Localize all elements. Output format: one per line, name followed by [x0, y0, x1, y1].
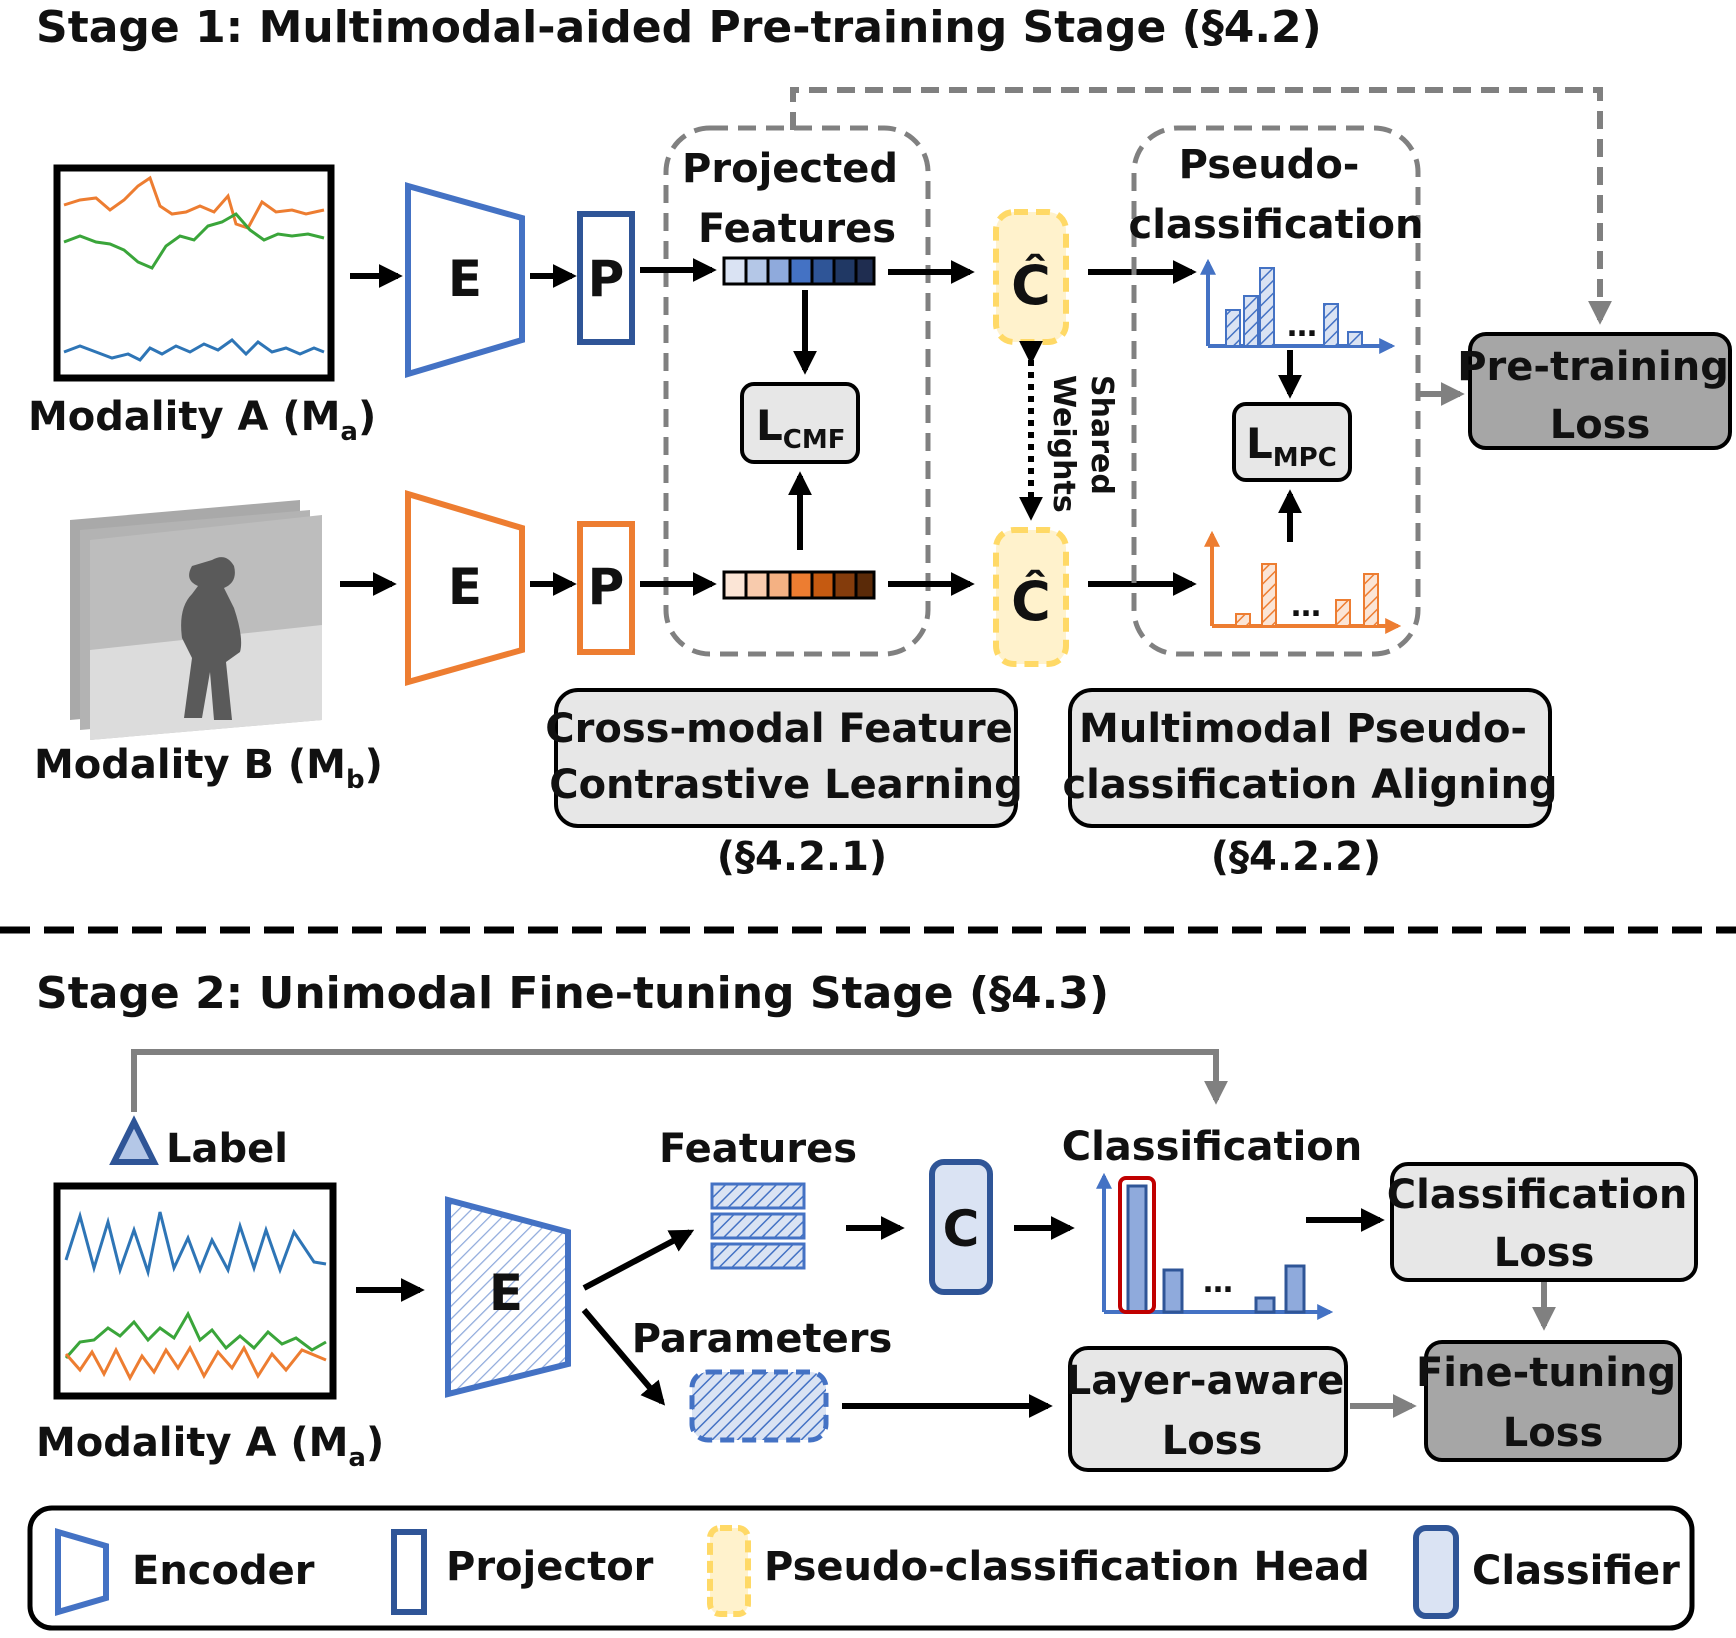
stage2-feature-stack — [710, 1182, 806, 1270]
pseudo-head-a: Ĉ — [993, 209, 1069, 345]
svg-text:LMPC: LMPC — [1246, 419, 1337, 473]
svg-text:Encoder: Encoder — [132, 1548, 315, 1594]
svg-text:Fine-tuning Loss: Fine-tuning Loss — [1416, 1350, 1690, 1456]
pseudo-histogram-b: … — [1204, 530, 1402, 634]
finetuning-loss-box: Fine-tuning Loss — [1416, 1340, 1690, 1462]
label-marker: Label — [109, 1115, 288, 1172]
svg-text:Pseudo-classification Head: Pseudo-classification Head — [764, 1544, 1370, 1590]
signal-green-line — [63, 212, 325, 270]
person-silhouette — [181, 557, 242, 720]
legend-encoder: Encoder — [55, 1528, 315, 1616]
loss-cmf-box: LCMF — [740, 382, 860, 464]
svg-text:…: … — [1203, 1265, 1233, 1300]
classifier-box: C — [929, 1159, 993, 1295]
module-mpc-box: Multimodal Pseudo- classification Aligni… — [1062, 688, 1558, 828]
stage2-title: Stage 2: Unimodal Fine-tuning Stage (§4.… — [36, 968, 1109, 1019]
svg-text:LCMF: LCMF — [756, 401, 845, 455]
svg-text:Ĉ: Ĉ — [1011, 254, 1051, 317]
svg-text:Classifier: Classifier — [1472, 1548, 1680, 1594]
pseudo-classification-label: Pseudo- classification — [1129, 142, 1424, 248]
legend-projector-icon — [391, 1529, 427, 1615]
shared-weights-label: Shared Weights — [1046, 375, 1119, 513]
encoder-a: E — [405, 182, 525, 379]
legend-encoder-icon — [55, 1528, 109, 1616]
pseudo-head-b: Ĉ — [993, 527, 1069, 667]
module-mpc-ref: (§4.2.2) — [1211, 834, 1381, 880]
legend-projector: Projector — [391, 1529, 654, 1615]
svg-text:Projector: Projector — [446, 1544, 654, 1590]
label-feedback-arrow — [131, 1049, 1228, 1112]
classification-histogram: … — [1096, 1172, 1334, 1320]
svg-text:Ĉ: Ĉ — [1011, 570, 1051, 633]
pretraining-loss-box: Pre-training Loss — [1457, 332, 1736, 450]
signal-blue-line — [63, 338, 325, 362]
legend-classifier-icon — [1413, 1525, 1459, 1619]
encoder-a-glyph: E — [448, 250, 482, 308]
pseudo-histogram-a: … — [1200, 258, 1396, 354]
stage2-encoder: E — [445, 1196, 571, 1398]
signal-orange-line — [63, 175, 325, 230]
feature-vector-a — [722, 256, 876, 286]
modality-a-label: Modality A (Ma) — [28, 394, 376, 447]
arrow-encoder-to-parameters — [581, 1308, 666, 1406]
module-cmf-box: Cross-modal Feature Contrastive Learning — [545, 688, 1026, 828]
cmf-group-box — [663, 125, 931, 657]
stage2-modality-a-label: Modality A (Ma) — [36, 1420, 384, 1473]
svg-text:C: C — [943, 1200, 980, 1258]
legend-box — [27, 1505, 1695, 1631]
encoder-b-glyph: E — [448, 558, 482, 616]
loss-mpc-box: LMPC — [1232, 402, 1352, 482]
layer-aware-loss-box: Layer-aware Loss — [1066, 1346, 1359, 1472]
classification-label: Classification — [1062, 1124, 1363, 1170]
label-text: Label — [166, 1126, 288, 1172]
svg-text:Classification Loss: Classification Loss — [1387, 1172, 1701, 1276]
parameters-box — [689, 1369, 829, 1443]
stage1-title: Stage 1: Multimodal-aided Pre-training S… — [36, 2, 1322, 53]
stage2-modality-a-plot — [53, 1182, 337, 1400]
feature-vector-b — [722, 570, 876, 600]
modality-b-depth-image — [70, 500, 322, 740]
predicted-class-highlight — [1118, 1176, 1156, 1314]
projector-b: P — [577, 521, 635, 655]
legend-pseudo-head: Pseudo-classification Head — [707, 1525, 1370, 1617]
svg-text:Cross-modal Feature Cont: Cross-modal Feature Contrastive Learning — [545, 706, 1026, 808]
projector-a: P — [577, 211, 635, 345]
projector-b-glyph: P — [588, 558, 625, 616]
svg-text:Pre-training Loss: Pre-training Loss — [1457, 344, 1736, 448]
projector-a-glyph: P — [588, 250, 625, 308]
pretraining-feedback-arrow — [790, 87, 1612, 325]
svg-text:E: E — [489, 1264, 523, 1322]
svg-text:Layer-aware Loss: Layer-aware Loss — [1066, 1358, 1359, 1464]
svg-text:…: … — [1291, 589, 1321, 624]
parameters-label: Parameters — [632, 1316, 893, 1362]
module-cmf-ref: (§4.2.1) — [717, 834, 887, 880]
svg-text:…: … — [1287, 309, 1317, 344]
legend-pseudo-head-icon — [707, 1525, 751, 1617]
features-label: Features — [659, 1126, 857, 1172]
modality-b-label: Modality B (Mb) — [34, 742, 383, 795]
arrow-encoder-to-features — [582, 1229, 695, 1291]
encoder-b: E — [405, 489, 525, 686]
projected-features-label: Projected Features — [682, 146, 912, 252]
legend-classifier: Classifier — [1413, 1525, 1680, 1619]
classification-loss-box: Classification Loss — [1387, 1162, 1701, 1282]
svg-text:Multimodal Pseudo- class: Multimodal Pseudo- classification Aligni… — [1062, 706, 1557, 808]
modality-a-signal-plot — [53, 164, 335, 382]
